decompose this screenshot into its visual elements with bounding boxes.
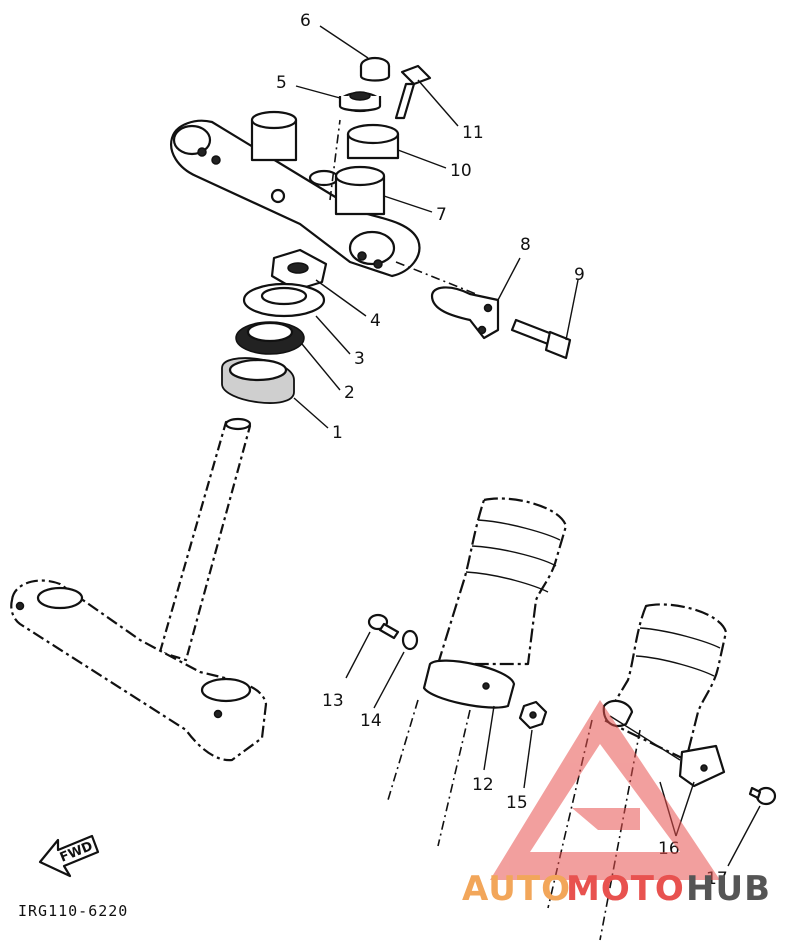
collar-5 bbox=[338, 91, 382, 113]
axis-right-c bbox=[609, 715, 681, 761]
upper-bracket bbox=[170, 119, 421, 278]
watermark-logo bbox=[490, 700, 720, 880]
band-12 bbox=[422, 659, 516, 709]
axis-top bbox=[329, 119, 341, 201]
callout-4: 4 bbox=[370, 311, 381, 331]
watermark-moto: MOTO bbox=[566, 869, 685, 909]
watermark-auto: AUTO bbox=[462, 869, 571, 909]
steering-stem bbox=[158, 417, 252, 662]
fork-boot-right bbox=[602, 603, 728, 762]
bolt-11 bbox=[394, 64, 432, 120]
under-bracket bbox=[10, 579, 268, 762]
fwd-arrow: FWD bbox=[38, 834, 100, 878]
handlebar-holder-lower-7 bbox=[250, 110, 386, 216]
axis-left-a bbox=[387, 699, 419, 801]
callout-12: 12 bbox=[472, 775, 494, 795]
screw-17 bbox=[748, 786, 777, 806]
nut-4 bbox=[270, 248, 328, 292]
callout-10: 10 bbox=[450, 161, 472, 181]
guide-16 bbox=[678, 744, 726, 788]
axis-clamp bbox=[395, 261, 477, 295]
bearing-2 bbox=[235, 321, 305, 355]
callout-1: 1 bbox=[332, 423, 343, 443]
callout-7: 7 bbox=[436, 205, 447, 225]
callout-numbers: 6 5 11 10 7 8 9 4 3 2 1 13 14 12 15 16 1… bbox=[276, 11, 728, 889]
washer-14 bbox=[401, 629, 419, 651]
callout-14: 14 bbox=[360, 711, 382, 731]
callout-5: 5 bbox=[276, 73, 287, 93]
watermark-text: AUTO MOTO HUB bbox=[462, 869, 771, 909]
bearing-race-1 bbox=[221, 357, 295, 404]
cover-3 bbox=[242, 282, 326, 318]
nut-15 bbox=[518, 700, 548, 730]
clamp-8 bbox=[430, 286, 500, 340]
bolt-9 bbox=[510, 318, 572, 360]
callout-8: 8 bbox=[520, 235, 531, 255]
callout-3: 3 bbox=[354, 349, 365, 369]
handlebar-holder-upper-10 bbox=[346, 123, 400, 160]
callout-2: 2 bbox=[344, 383, 355, 403]
drawing-code: IRG110-6220 bbox=[18, 902, 128, 920]
axis-left-b bbox=[437, 709, 471, 847]
screw-13 bbox=[367, 613, 400, 640]
callout-15: 15 bbox=[506, 793, 528, 813]
callout-9: 9 bbox=[574, 265, 585, 285]
callout-6: 6 bbox=[300, 11, 311, 31]
watermark-hub: HUB bbox=[686, 869, 771, 909]
callout-13: 13 bbox=[322, 691, 344, 711]
cap-6 bbox=[359, 56, 391, 82]
fork-boot-left bbox=[436, 497, 568, 666]
axis-right-b bbox=[599, 729, 641, 941]
callout-11: 11 bbox=[462, 123, 484, 143]
